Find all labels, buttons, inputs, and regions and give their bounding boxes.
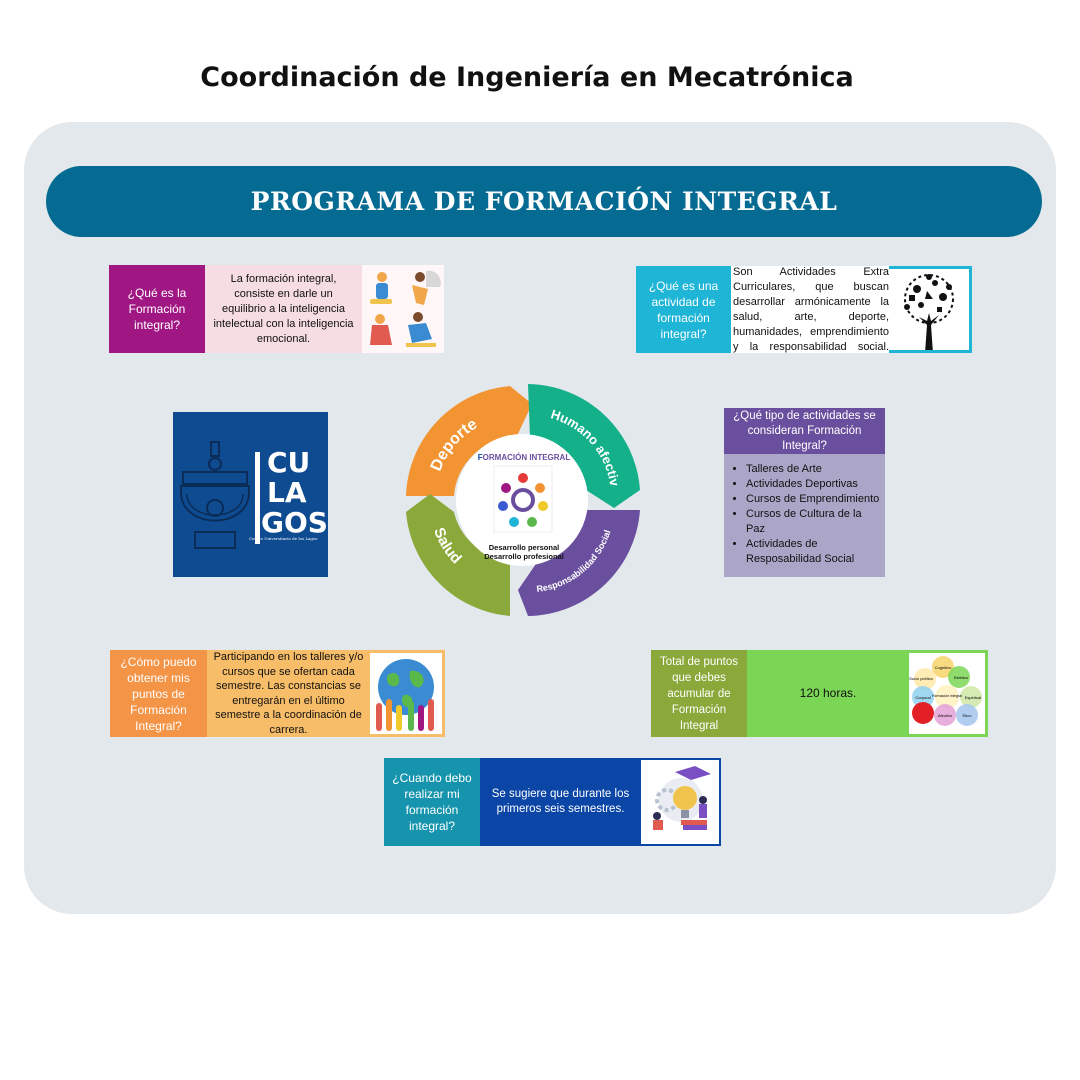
logo-divider: [255, 452, 260, 544]
card3-question: ¿Qué tipo de actividades se consideran F…: [724, 408, 885, 454]
card4-answer: Participando en los talleres y/o cursos …: [207, 650, 370, 737]
card6-answer: Se sugiere que durante los primeros seis…: [480, 758, 641, 846]
university-seal-icon: [180, 441, 250, 549]
program-banner: PROGRAMA DE FORMACIÓN INTEGRAL: [46, 166, 1042, 237]
venn-label: Formación integral: [932, 694, 962, 698]
venn-label: Socio político: [909, 676, 934, 681]
people-exercise-icon: [370, 270, 441, 347]
logo-letters-line2: LA: [267, 476, 307, 509]
card4-illustration: [370, 650, 445, 737]
activity-item: Cursos de Emprendimiento: [746, 492, 881, 507]
venn-label: Afectivo: [938, 713, 953, 718]
card2-answer: Son Actividades Extra Curriculares, que …: [731, 265, 889, 353]
venn-label: Cognitivo: [935, 665, 952, 670]
logo-caption: Centro Universitario de los Lagos: [249, 536, 318, 541]
people-circle-icon: [493, 465, 553, 533]
cycle-segment-deporte: [406, 386, 532, 496]
card5-question: Total de puntos que debes acumular de Fo…: [651, 650, 747, 737]
card2-question: ¿Qué es una actividad de formación integ…: [636, 266, 731, 353]
logo-letters-line1: CU: [267, 446, 311, 479]
venn-label: Ético: [963, 713, 973, 718]
cycle-center-title: FORMACIÓN INTEGRAL: [478, 453, 571, 462]
activity-item: Actividades Deportivas: [746, 477, 881, 492]
idea-student-icon: [653, 766, 711, 830]
card2-illustration: [889, 266, 972, 353]
activity-item: Talleres de Arte: [746, 462, 881, 477]
card3-list-panel: Talleres de Arte Actividades Deportivas …: [724, 454, 885, 577]
culagos-logo: CU LA GOS Centro Universitario de los La…: [173, 412, 328, 577]
card5-illustration: Cognitivo Socio político Estético Corpor…: [909, 650, 988, 737]
cycle-center-line2: Desarrollo profesional: [484, 552, 564, 561]
card4-question: ¿Cómo puedo obtener mis puntos de Formac…: [110, 650, 207, 737]
activity-item: Actividades de Resposabilidad Social: [746, 537, 881, 567]
cycle-segment-salud: [406, 494, 510, 616]
card5-answer: 120 horas.: [747, 650, 909, 737]
banner-title: PROGRAMA DE FORMACIÓN INTEGRAL: [250, 187, 838, 216]
venn-label: Corporal: [915, 695, 930, 700]
card6-question: ¿Cuando debo realizar mi formación integ…: [384, 758, 480, 846]
formation-cycle-diagram: Deporte Humano afectiva Responsabilidad …: [396, 368, 650, 620]
activities-tree-icon: [904, 274, 954, 350]
card1-illustration: [362, 265, 444, 353]
card6-illustration: [641, 758, 721, 846]
card1-answer: La formación integral, consiste en darle…: [205, 265, 362, 353]
card3-activity-list: Talleres de Arte Actividades Deportivas …: [728, 462, 881, 567]
dimensions-venn-icon: Cognitivo Socio político Estético Corpor…: [909, 656, 982, 726]
venn-label: Estético: [954, 675, 969, 680]
globe-hands-icon: [376, 659, 434, 731]
cycle-center-line1: Desarrollo personal: [489, 543, 559, 552]
cycle-segment-responsabilidad: [518, 510, 640, 616]
cycle-segment-humano: [528, 384, 640, 508]
page-title: Coordinación de Ingeniería en Mecatrónic…: [200, 62, 854, 93]
venn-label: Espiritual: [965, 695, 982, 700]
logo-letters-line3: GOS: [261, 506, 328, 539]
activity-item: Cursos de Cultura de la Paz: [746, 507, 881, 537]
card1-question: ¿Qué es la Formación integral?: [109, 265, 205, 353]
